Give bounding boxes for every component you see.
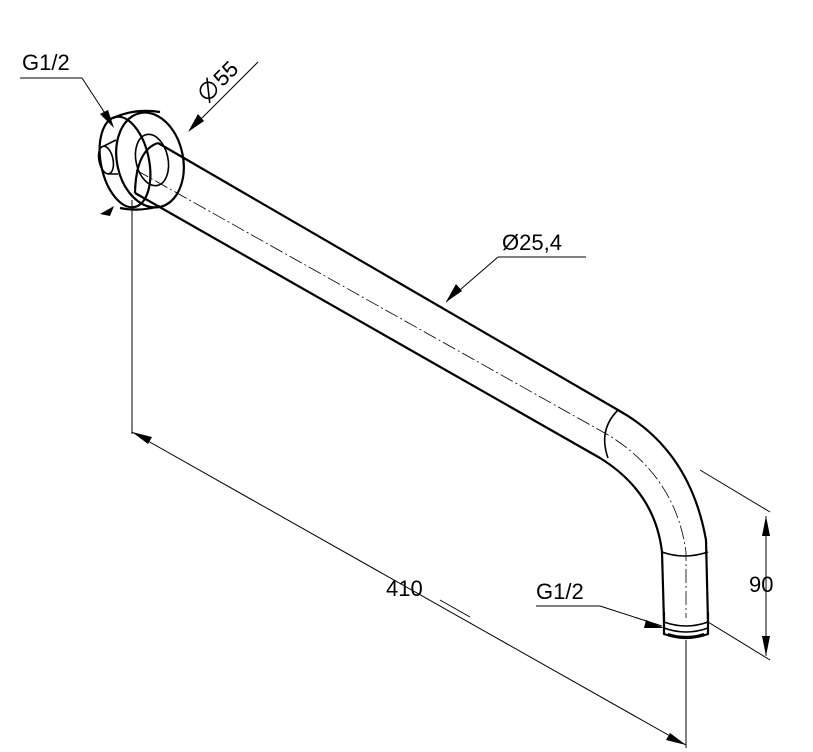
- shower-arm-tube: [133, 141, 710, 623]
- leader-inlet-thread: G1/2: [20, 50, 114, 216]
- extension-lines: [131, 200, 771, 748]
- arm-length-label: 410: [386, 576, 423, 601]
- diameter-icon: [199, 77, 218, 104]
- outlet-nut: [662, 612, 710, 640]
- outlet-thread-label: G1/2: [536, 579, 584, 604]
- drop-height-label: 90: [749, 572, 773, 597]
- flange-diameter-label: 55: [208, 56, 243, 91]
- tube-diameter-label: Ø25,4: [502, 230, 562, 255]
- dimension-height: 90: [749, 516, 773, 656]
- dimension-length: 410: [131, 431, 687, 746]
- inlet-thread-label: G1/2: [22, 50, 70, 75]
- leader-tube-diameter: Ø25,4: [445, 230, 586, 303]
- leader-flange-diameter: 55: [188, 56, 259, 132]
- leader-outlet-thread: G1/2: [536, 579, 664, 628]
